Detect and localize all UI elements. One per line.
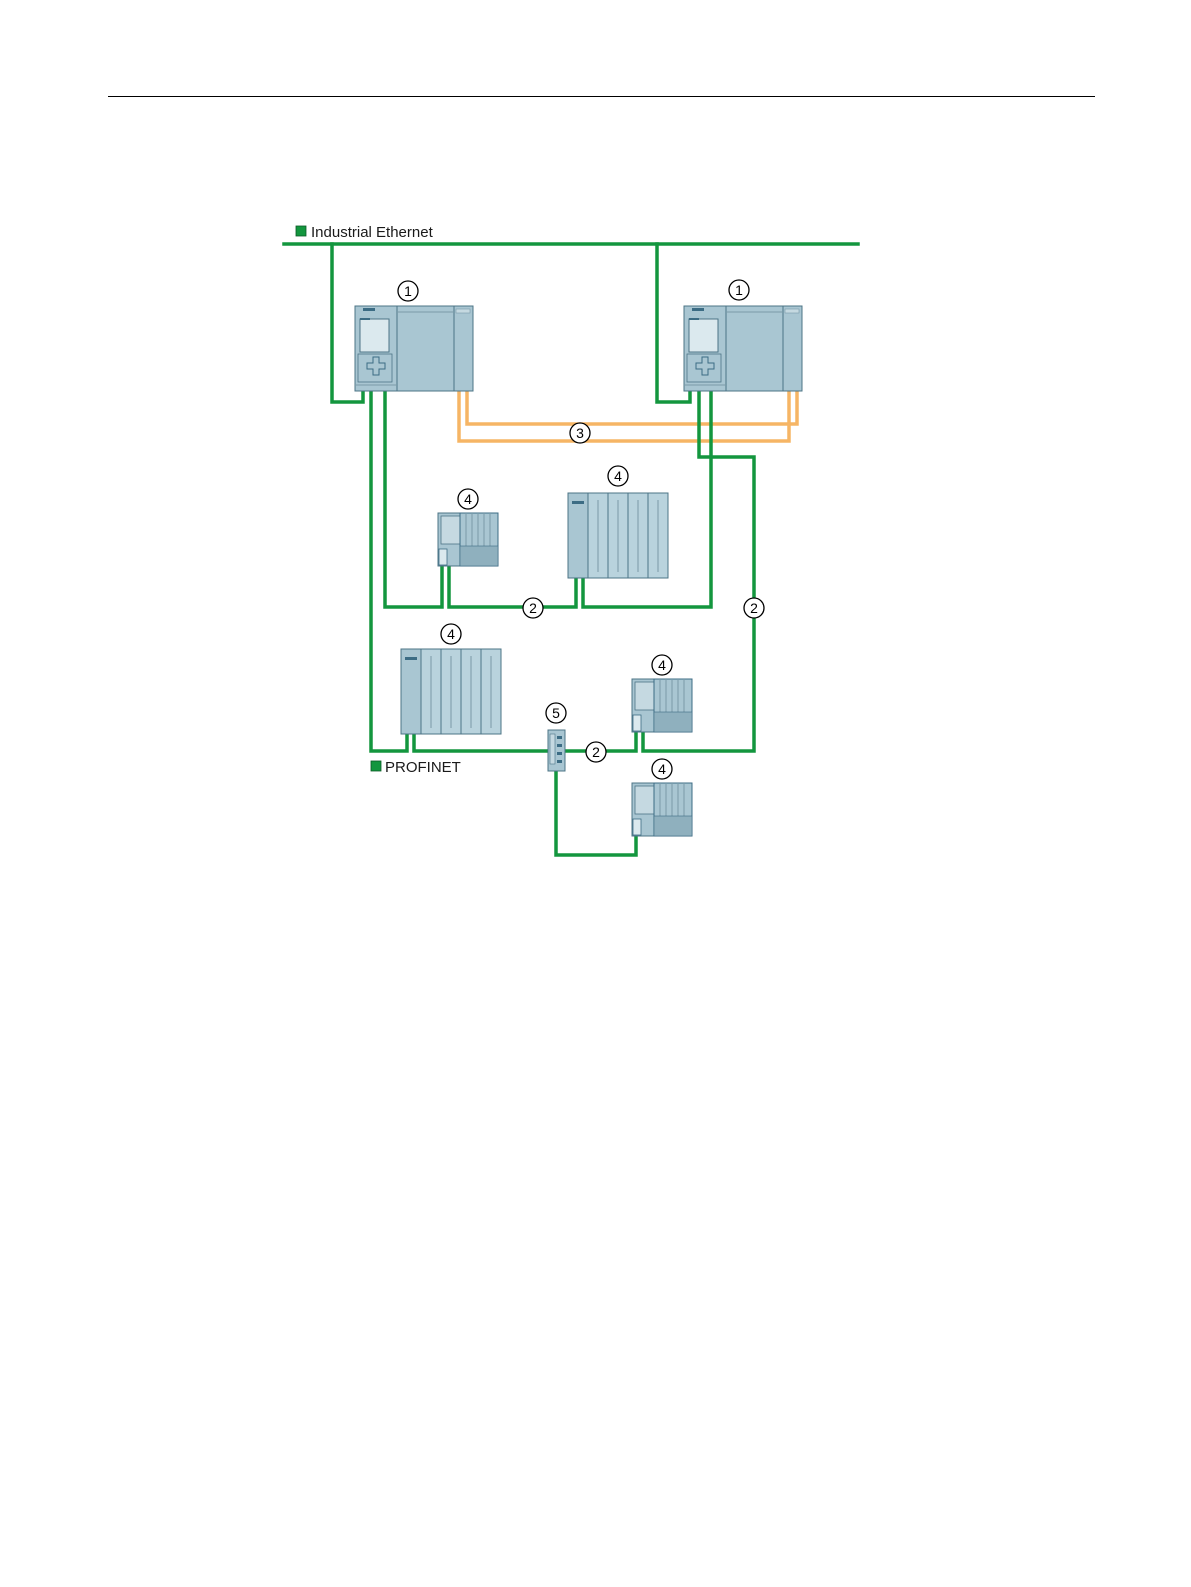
- svg-text:5: 5: [552, 705, 560, 721]
- callout-profinet-bottom: 2: [586, 742, 606, 762]
- sync-lines: [459, 391, 797, 441]
- callout-profinet-left: 2: [523, 598, 543, 618]
- callout-cpu-right: 1: [729, 280, 749, 300]
- callout-io-small-mid: 4: [652, 655, 672, 675]
- callout-cpu-left: 1: [398, 281, 418, 301]
- io-station-small-top: [438, 513, 498, 566]
- svg-text:4: 4: [614, 468, 622, 484]
- svg-text:4: 4: [658, 761, 666, 777]
- callout-io-small-top: 4: [458, 489, 478, 509]
- svg-text:1: 1: [735, 282, 743, 298]
- svg-text:4: 4: [658, 657, 666, 673]
- profinet-lines: [371, 391, 754, 855]
- svg-text:2: 2: [592, 744, 600, 760]
- callout-switch: 5: [546, 703, 566, 723]
- io-station-large-bottom: [401, 649, 501, 734]
- callout-io-large-top: 4: [608, 466, 628, 486]
- svg-text:2: 2: [529, 600, 537, 616]
- io-station-small-mid: [632, 679, 692, 732]
- svg-text:3: 3: [576, 425, 584, 441]
- svg-text:2: 2: [750, 600, 758, 616]
- callout-profinet-right: 2: [744, 598, 764, 618]
- svg-text:4: 4: [447, 626, 455, 642]
- industrial-ethernet-legend-swatch: [296, 226, 306, 236]
- profinet-label: PROFINET: [385, 759, 461, 776]
- industrial-ethernet-label: Industrial Ethernet: [311, 224, 434, 241]
- io-station-large-top: [568, 493, 668, 578]
- svg-text:4: 4: [464, 491, 472, 507]
- network-switch: [548, 730, 565, 771]
- callout-sync: 3: [570, 423, 590, 443]
- callout-io-small-bottom: 4: [652, 759, 672, 779]
- profinet-legend-swatch: [371, 761, 381, 771]
- svg-text:1: 1: [404, 283, 412, 299]
- cpu-left: [355, 306, 473, 391]
- callout-io-large-bottom: 4: [441, 624, 461, 644]
- cpu-right: [684, 306, 802, 391]
- io-station-small-bottom: [632, 783, 692, 836]
